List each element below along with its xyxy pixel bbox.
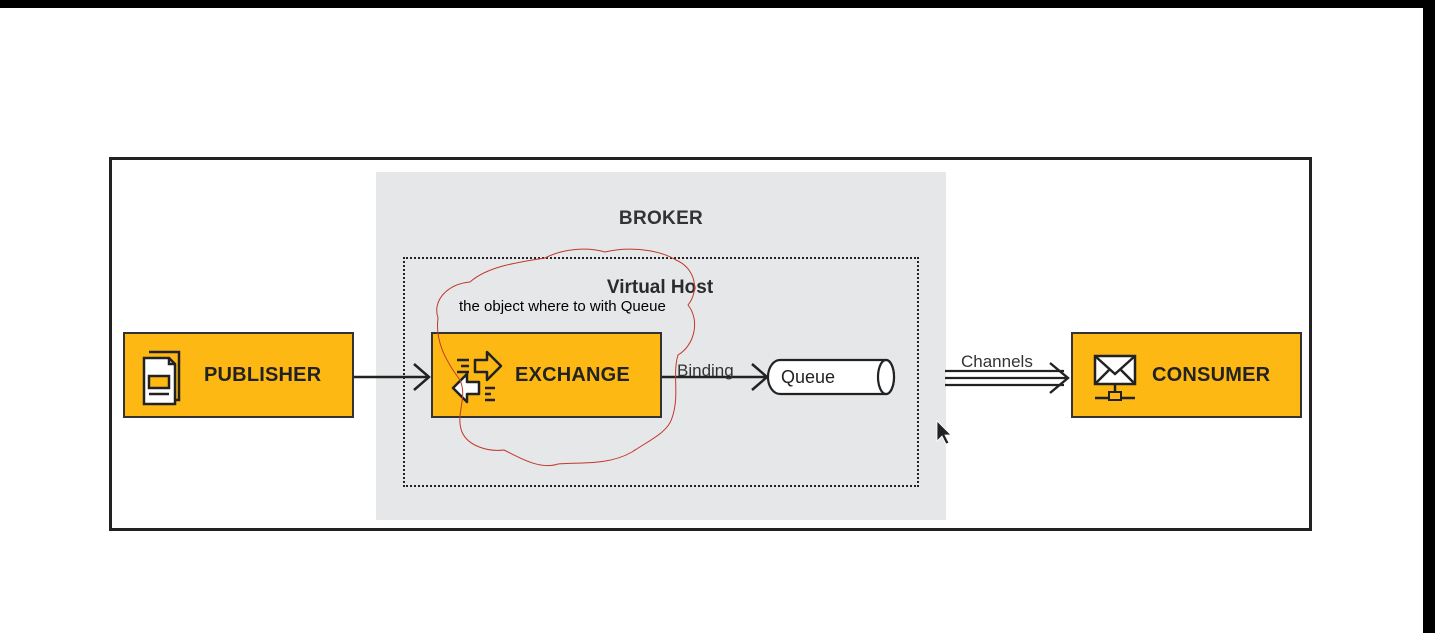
annotation-text: the object where to with Queue: [459, 298, 666, 315]
exchange-label: EXCHANGE: [515, 363, 630, 386]
virtual-host-label: Virtual Host: [606, 277, 714, 298]
publisher-node: PUBLISHER: [123, 332, 354, 418]
channels-label: Channels: [961, 352, 1033, 371]
exchange-arrows-icon: [451, 350, 503, 404]
document-icon: [142, 350, 181, 406]
queue-node: [766, 358, 896, 396]
binding-label: Binding: [677, 361, 734, 380]
exchange-node: EXCHANGE: [431, 332, 662, 418]
publisher-exchange-arrow: [354, 363, 431, 391]
channels-arrow: [945, 362, 1070, 394]
annotation-scribble: [436, 248, 696, 466]
envelope-network-icon: [1093, 354, 1137, 401]
queue-label: Queue: [781, 366, 836, 387]
publisher-label: PUBLISHER: [204, 363, 322, 386]
broker-label: BROKER: [618, 208, 704, 229]
consumer-label: CONSUMER: [1152, 363, 1271, 386]
mouse-cursor-icon: [936, 420, 952, 445]
consumer-node: CONSUMER: [1071, 332, 1302, 418]
virtual-host-region: [403, 257, 919, 487]
